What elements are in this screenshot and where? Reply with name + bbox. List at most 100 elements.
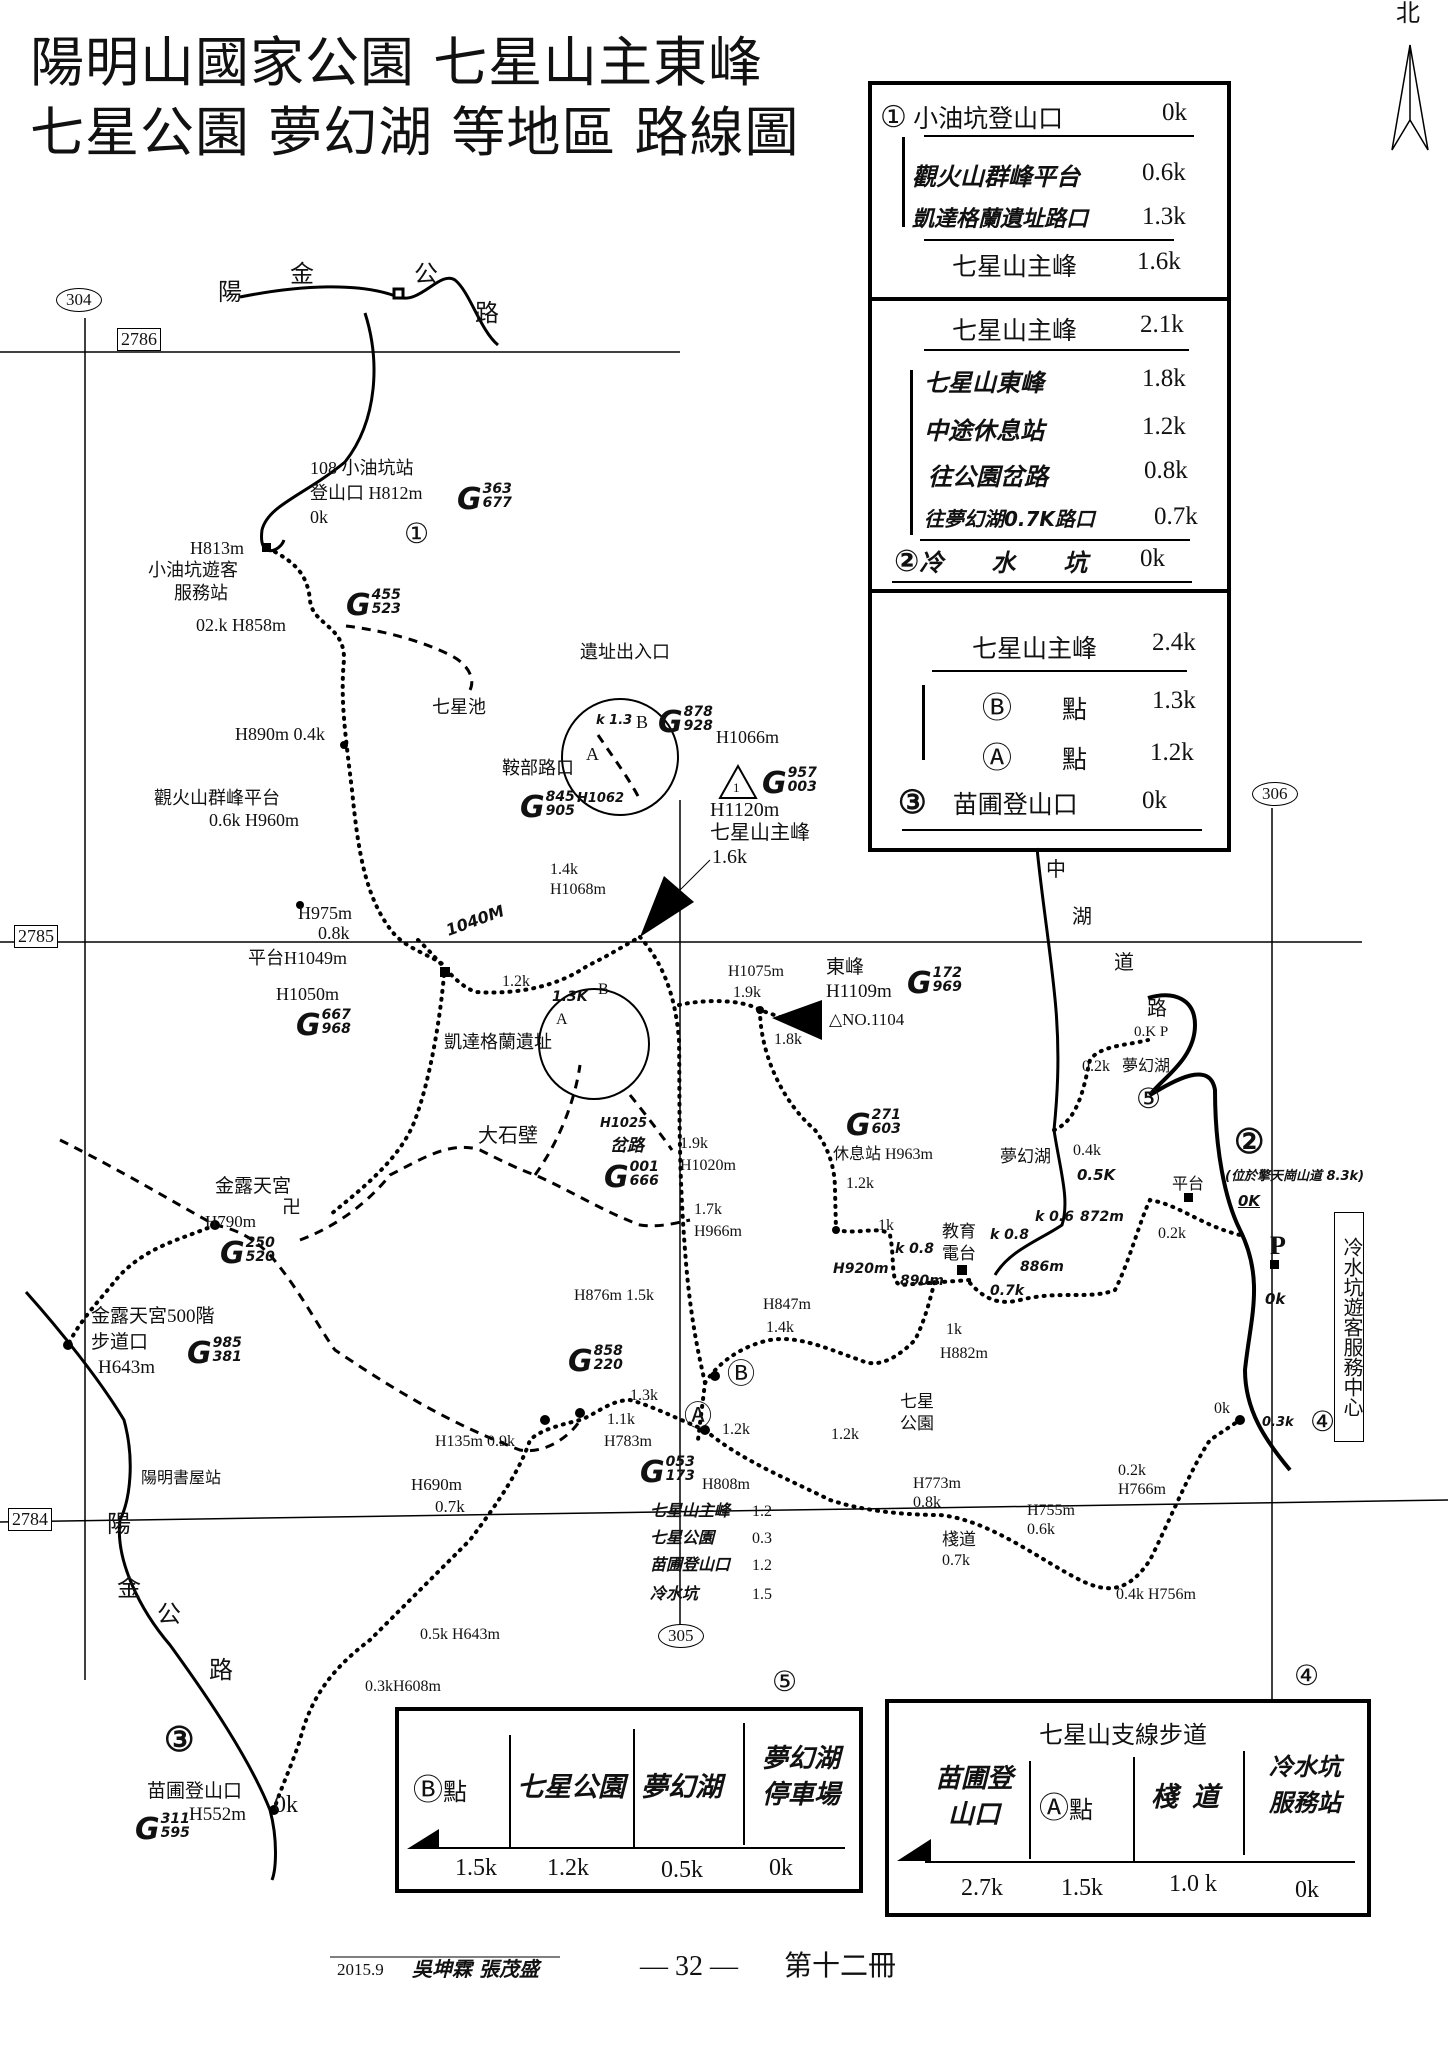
divider (924, 239, 1174, 241)
label: 0.4k H756m (1116, 1586, 1196, 1603)
label: 0.2k (1118, 1462, 1146, 1479)
footer-date: 2015.9 (337, 1960, 384, 1979)
label: 1.2k (502, 973, 530, 990)
label: 七星池 (432, 697, 486, 717)
label: 0.2k (1082, 1058, 1110, 1075)
label: H1068m (550, 881, 606, 898)
route-dist: 0.8k (1144, 457, 1188, 484)
label: A (556, 1011, 568, 1028)
route-dist: 1.6k (1137, 248, 1181, 275)
label: 1.2k (846, 1175, 874, 1192)
section-divider (872, 297, 1227, 301)
table5-col: 夢幻湖 (641, 1772, 722, 1803)
parking-marker (1270, 1260, 1279, 1269)
route-dist: 1.3k (1142, 203, 1186, 230)
label: 步道口 (91, 1332, 149, 1353)
arrow-left-icon (897, 1839, 931, 1861)
table4-col: 棧道 (1151, 1782, 1233, 1813)
map-title-line1: 陽明山國家公園 七星山主東峰 (30, 31, 764, 94)
label: H1066m (716, 727, 779, 747)
north-label: 北 (1396, 1, 1420, 27)
route-number-3: ③ (164, 1722, 195, 1759)
road-name-char: 路 (475, 301, 499, 327)
route-dist: 2.4k (1152, 629, 1196, 656)
label: 0.K P (1134, 1024, 1169, 1040)
label: 觀火山群峰平台 (154, 788, 280, 808)
label: 0.2k (1158, 1225, 1186, 1242)
arrow-up-icon (910, 370, 913, 535)
label: 0k (274, 1792, 298, 1818)
label: 岔路 (610, 1136, 644, 1156)
label: A (586, 744, 599, 764)
grid-line-2784 (0, 1499, 1448, 1523)
label: 0.5K (1077, 1166, 1116, 1184)
label: H690m (411, 1475, 462, 1494)
markers (63, 543, 1279, 1815)
route-dist: 0k (1140, 545, 1165, 572)
route-dist: 0.6k (1142, 159, 1186, 186)
label: 1k (878, 1217, 894, 1234)
route-dist: 1.2k (1150, 739, 1194, 766)
label: 0.3k (1262, 1415, 1294, 1430)
table5-dist: 0k (769, 1855, 793, 1881)
route-dist: 0.7k (1154, 503, 1198, 530)
label: 0.4k (1073, 1142, 1101, 1159)
baseline (435, 1847, 845, 1849)
label: 1.3K (552, 989, 588, 1005)
label: 七星 (900, 1392, 934, 1411)
road-name-char: 公 (414, 262, 438, 288)
label: (位於擎天崗山道 8.3k) (1225, 1169, 1365, 1184)
table4-col: 冷水坑服務站 (1269, 1753, 1341, 1817)
label: 1.4k (550, 861, 578, 878)
label: 冷水坑 (650, 1584, 699, 1603)
label: 凱達格蘭遺址 (444, 1032, 552, 1052)
label: 卍 (282, 1197, 302, 1218)
label: H135m 0.9k (435, 1433, 515, 1450)
label: 1.9k (680, 1135, 708, 1152)
label: 1.2k (722, 1421, 750, 1438)
label: 苗圃登山口 (147, 1781, 243, 1802)
route-dist: 1.3k (1152, 687, 1196, 714)
label: 108 小油坑站 (310, 458, 414, 478)
label: k 0.8 (895, 1241, 934, 1257)
divider (924, 135, 1194, 137)
label: 東峰 (826, 957, 865, 978)
table4-title: 七星山支線步道 (1039, 1723, 1207, 1749)
route-row: ① 小油坑登山口 (880, 101, 1064, 134)
route-row: 七星山東峰 (924, 369, 1044, 397)
label: H847m (763, 1296, 811, 1313)
label: 公園 (900, 1414, 934, 1433)
label: 大石壁 (478, 1125, 538, 1147)
table5-dist: 1.2k (547, 1855, 589, 1881)
label: 0.5k H643m (420, 1626, 500, 1643)
east-peak-pointer (772, 1000, 822, 1040)
radio-station-marker (957, 1265, 967, 1275)
label: 1.9k (733, 984, 761, 1001)
visitor-station-marker (262, 543, 271, 552)
label: H1020m (680, 1157, 736, 1174)
label: NO.1104 (842, 1010, 905, 1029)
parking-label: P (1270, 1231, 1286, 1260)
label: H790m (205, 1212, 256, 1231)
label: k 0.8 (990, 1227, 1029, 1243)
platform-marker (440, 967, 450, 977)
divider (920, 539, 1190, 541)
lengshuikeng-visitor-center-label: 冷水坑遊客服務中心 (1334, 1212, 1364, 1442)
warning-triangle-icon (718, 763, 758, 799)
divider (509, 1735, 511, 1847)
platform-marker-east (1184, 1193, 1193, 1202)
arrow-left-icon (407, 1829, 439, 1849)
label: H882m (940, 1345, 988, 1362)
footer-authors: 吳坤霖 張茂盛 (412, 1957, 539, 1981)
north-arrow (1391, 44, 1429, 151)
label: 0K (1238, 1192, 1261, 1210)
summit-pointer (640, 876, 694, 937)
route-dist: 0k (1162, 99, 1187, 126)
route-distance-box: ① 小油坑登山口 0k 觀火山群峰平台 0.6k 凱達格蘭遺址路口 1.3k 七… (868, 81, 1231, 852)
label: H876m 1.5k (574, 1287, 654, 1304)
route-row: 觀火山群峰平台 (912, 163, 1080, 191)
